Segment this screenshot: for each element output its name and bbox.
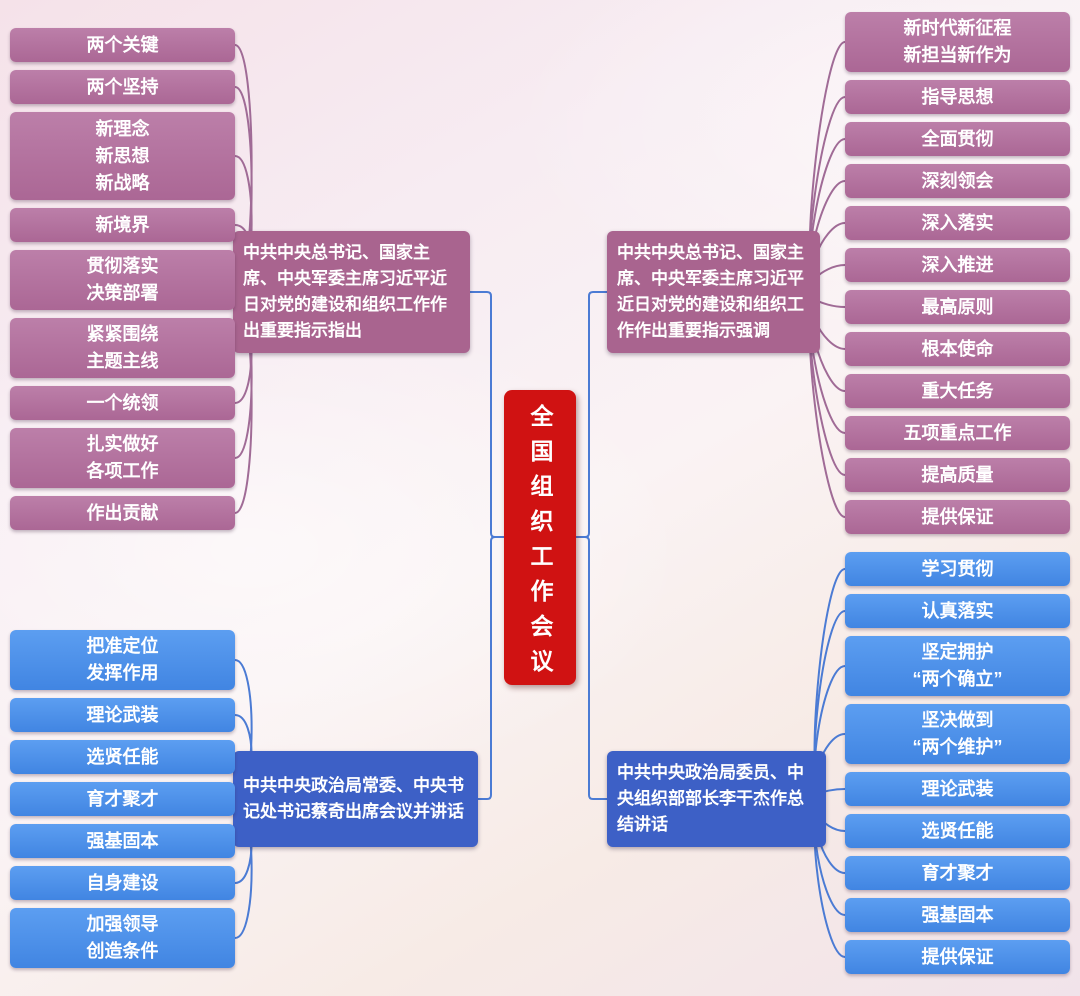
connector-line <box>469 291 505 538</box>
center-topic: 全国组织工作会议 <box>504 390 576 685</box>
leaf-node: 全面贯彻 <box>845 122 1070 156</box>
leaf-node: 理论武装 <box>10 698 235 732</box>
connector-line <box>575 536 608 800</box>
leaf-node: 坚定拥护 “两个确立” <box>845 636 1070 696</box>
leaf-node: 理论武装 <box>845 772 1070 806</box>
branch-label-top-left: 中共中央总书记、国家主席、中央军委主席习近平近日对党的建设和组织工作作出重要指示… <box>233 231 470 353</box>
branch-label-top-right: 中共中央总书记、国家主席、中央军委主席习近平近日对党的建设和组织工作作出重要指示… <box>607 231 820 353</box>
leaf-node: 把准定位 发挥作用 <box>10 630 235 690</box>
connector-line <box>575 291 608 538</box>
leaf-node: 两个关键 <box>10 28 235 62</box>
leaf-node: 坚决做到 “两个维护” <box>845 704 1070 764</box>
leaf-node: 提供保证 <box>845 940 1070 974</box>
leaf-node: 强基固本 <box>845 898 1070 932</box>
leaf-node: 加强领导 创造条件 <box>10 908 235 968</box>
leaf-node: 自身建设 <box>10 866 235 900</box>
leaf-node: 学习贯彻 <box>845 552 1070 586</box>
leaf-node: 五项重点工作 <box>845 416 1070 450</box>
leaf-node: 提供保证 <box>845 500 1070 534</box>
leaf-node: 深入推进 <box>845 248 1070 282</box>
leaf-node: 指导思想 <box>845 80 1070 114</box>
leaf-node: 新理念 新思想 新战略 <box>10 112 235 200</box>
leaf-node: 贯彻落实 决策部署 <box>10 250 235 310</box>
leaf-node: 深刻领会 <box>845 164 1070 198</box>
leaf-node: 重大任务 <box>845 374 1070 408</box>
leaf-node: 两个坚持 <box>10 70 235 104</box>
leaf-node: 最高原则 <box>845 290 1070 324</box>
leaf-node: 紧紧围绕 主题主线 <box>10 318 235 378</box>
leaf-node: 育才聚才 <box>10 782 235 816</box>
leaf-node: 新时代新征程 新担当新作为 <box>845 12 1070 72</box>
leaf-node: 深入落实 <box>845 206 1070 240</box>
leaf-node: 新境界 <box>10 208 235 242</box>
leaf-node: 一个统领 <box>10 386 235 420</box>
leaf-node: 提高质量 <box>845 458 1070 492</box>
leaf-node: 选贤任能 <box>845 814 1070 848</box>
leaf-node: 育才聚才 <box>845 856 1070 890</box>
leaf-node: 选贤任能 <box>10 740 235 774</box>
leaf-node: 扎实做好 各项工作 <box>10 428 235 488</box>
branch-label-bottom-left: 中共中央政治局常委、中央书记处书记蔡奇出席会议并讲话 <box>233 751 478 847</box>
leaf-node: 根本使命 <box>845 332 1070 366</box>
leaf-node: 作出贡献 <box>10 496 235 530</box>
leaf-node: 强基固本 <box>10 824 235 858</box>
branch-label-bottom-right: 中共中央政治局委员、中央组织部部长李干杰作总结讲话 <box>607 751 826 847</box>
center-topic-label: 全国组织工作会议 <box>527 403 553 684</box>
leaf-node: 认真落实 <box>845 594 1070 628</box>
connector-line <box>477 536 505 800</box>
